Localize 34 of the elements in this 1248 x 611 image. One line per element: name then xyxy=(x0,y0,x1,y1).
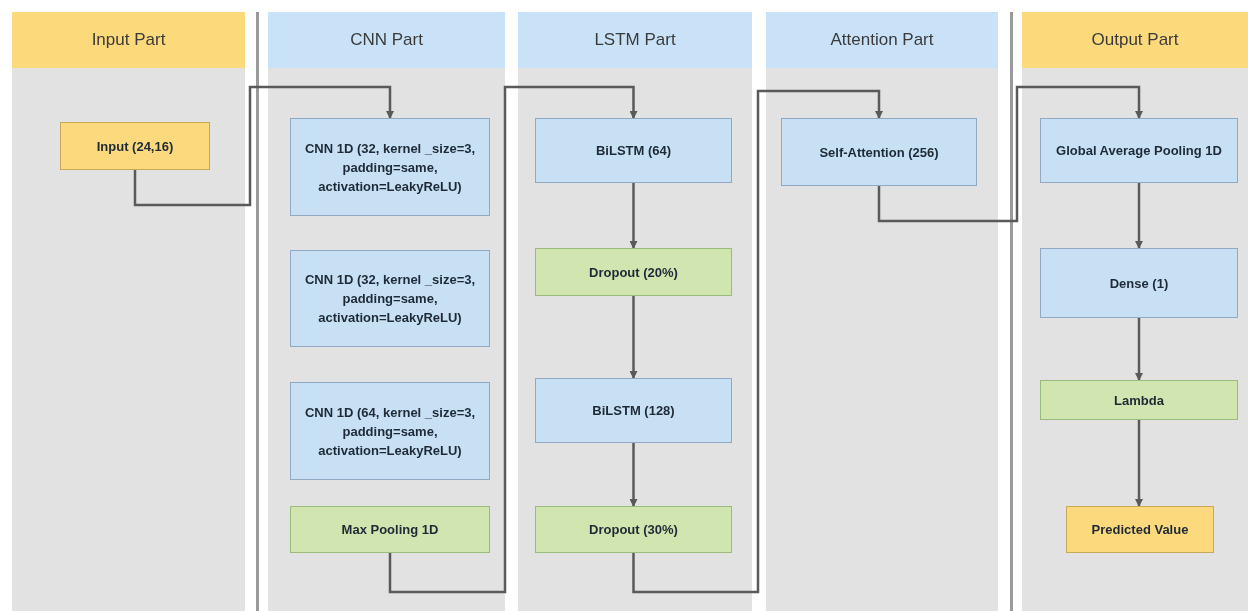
layer-box: Lambda xyxy=(1040,380,1238,420)
arrow xyxy=(632,89,883,594)
arrow xyxy=(629,296,638,379)
layer-box: Global Average Pooling 1D xyxy=(1040,118,1238,183)
layer-box: Input (24,16) xyxy=(60,122,210,170)
column-panel xyxy=(1022,12,1248,611)
column-panel xyxy=(12,12,245,611)
layer-box: Dense (1) xyxy=(1040,248,1238,318)
layer-box: CNN 1D (32, kernel _size=3, padding=same, activation=LeakyReLU) xyxy=(290,250,490,347)
layer-box: Dropout (20%) xyxy=(535,248,732,296)
layer-box: Self-Attention (256) xyxy=(781,118,977,186)
arrow xyxy=(877,85,1143,223)
layer-box: CNN 1D (32, kernel _size=3, padding=same, activation=LeakyReLU) xyxy=(290,118,490,216)
column-panel xyxy=(268,12,505,611)
layer-box: Max Pooling 1D xyxy=(290,506,490,553)
arrow xyxy=(1135,420,1143,507)
arrow xyxy=(1135,183,1143,249)
arrow xyxy=(629,183,638,249)
column-header: Input Part xyxy=(12,12,245,68)
column-header: Output Part xyxy=(1022,12,1248,68)
column-panel xyxy=(518,12,752,611)
column-header: CNN Part xyxy=(268,12,505,68)
layer-box: CNN 1D (64, kernel _size=3, padding=same, activation=LeakyReLU) xyxy=(290,382,490,480)
arrow xyxy=(629,443,638,507)
layer-box: Dropout (30%) xyxy=(535,506,732,553)
layer-box: BiLSTM (64) xyxy=(535,118,732,183)
column-header: Attention Part xyxy=(766,12,998,68)
layer-box: BiLSTM (128) xyxy=(535,378,732,443)
column-header: LSTM Part xyxy=(518,12,752,68)
arrow xyxy=(1135,318,1143,381)
arrow xyxy=(133,85,394,207)
column-panel xyxy=(766,12,998,611)
arrow xyxy=(388,85,638,594)
layer-box: Predicted Value xyxy=(1066,506,1214,553)
